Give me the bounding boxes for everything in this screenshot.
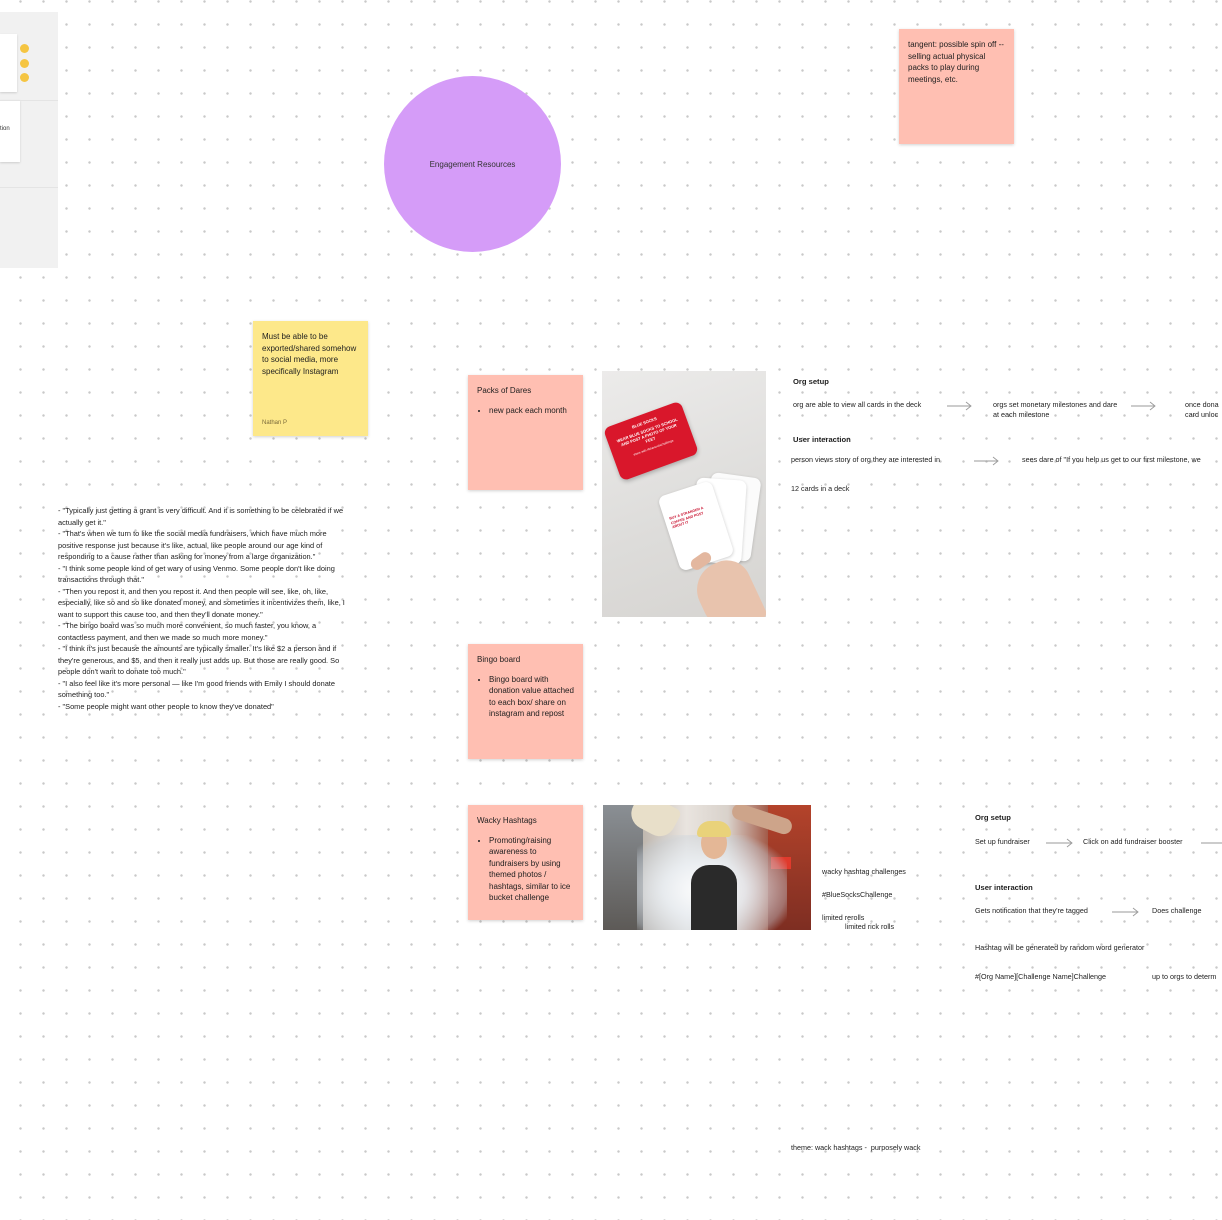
- quote-line: - "The bingo board was so much more conv…: [58, 621, 317, 642]
- smile-emoji-icon[interactable]: [20, 73, 29, 82]
- sticky-text: tangent: possible spin off -- selling ac…: [908, 40, 1004, 84]
- flow1-note[interactable]: 12 cards in a deck: [791, 484, 850, 493]
- quote-line: - "I think it's just because the amounts…: [58, 644, 340, 676]
- flow1-user-heading: User interaction: [793, 435, 851, 444]
- sticky-note-tangent[interactable]: tangent: possible spin off -- selling ac…: [899, 29, 1014, 144]
- circle-label: Engagement Resources: [429, 159, 516, 169]
- smile-emoji-icon[interactable]: [20, 59, 29, 68]
- flow2-note-2b[interactable]: up to orgs to determ: [1152, 972, 1217, 981]
- panel-divider: [0, 100, 58, 101]
- sticky-note-yellow[interactable]: Must be able to be exported/shared someh…: [253, 321, 368, 436]
- image-note-3[interactable]: limited rerolls: [822, 913, 865, 922]
- flow2-org-step-2[interactable]: Click on add fundraiser booster: [1083, 837, 1183, 846]
- sticky-bullet: new pack each month: [489, 405, 574, 417]
- sticky-title: Packs of Dares: [477, 386, 532, 395]
- quote-line: - "Then you repost it, and then you repo…: [58, 586, 345, 619]
- smile-emoji-icon[interactable]: [20, 44, 29, 53]
- sticky-text: Must be able to be exported/shared someh…: [262, 332, 357, 376]
- panel-card-top[interactable]: [0, 34, 17, 92]
- sticky-note-dares[interactable]: Packs of Dares new pack each month: [468, 375, 583, 490]
- quote-line: - "I think some people kind of get wary …: [58, 563, 335, 585]
- panel-card-text: tion: [0, 126, 10, 132]
- flow1-user-step-1[interactable]: person views story of org they are inter…: [791, 455, 941, 464]
- image-note-1[interactable]: wacky hashtag challenges: [822, 867, 906, 876]
- arrow-icon: [1112, 907, 1140, 917]
- sticky-note-hashtags[interactable]: Wacky Hashtags Promoting/raising awarene…: [468, 805, 583, 920]
- person-hair: [697, 821, 731, 837]
- sticky-bullet: Promoting/raising awareness to fundraise…: [489, 835, 574, 904]
- card-back-text: BUY A STRANGER A COFFEE AND POST ABOUT I…: [668, 506, 704, 530]
- ice-bucket-photo[interactable]: [603, 805, 811, 930]
- quote-line: - "Typically just getting a grant is ver…: [58, 506, 344, 527]
- image-note-4[interactable]: limited rick rolls: [845, 922, 895, 931]
- sticky-note-bingo[interactable]: Bingo board Bingo board with donation va…: [468, 644, 583, 759]
- sticky-title: Bingo board: [477, 655, 521, 664]
- flow2-note-2a[interactable]: #[Org Name][Challenge Name]Challenge: [975, 972, 1107, 981]
- arrow-icon: [1131, 401, 1157, 411]
- flow1-user-step-2[interactable]: sees dare of "If you help us get to our …: [1022, 455, 1201, 464]
- flow2-org-step-1[interactable]: Set up fundraiser: [975, 837, 1030, 846]
- side-panel: tion: [0, 12, 58, 268]
- red-card: BLUE SOCKS WEAR BLUE SOCKS TO SCHOOL AND…: [602, 400, 700, 482]
- quote-line: - "That's when we turn to like the socia…: [58, 529, 327, 561]
- flow2-user-step-1[interactable]: Gets notification that they're tagged: [975, 906, 1088, 915]
- sticky-author: Nathan P: [262, 420, 288, 426]
- flow1-org-step-3[interactable]: once dona card unloc: [1185, 400, 1219, 419]
- image-note-2[interactable]: #BlueSocksChallenge: [822, 890, 893, 899]
- panel-divider-2: [0, 187, 58, 188]
- arrow-icon: [947, 401, 973, 411]
- flow2-note-1[interactable]: Hashtag will be generated by random word…: [975, 943, 1145, 952]
- interview-quotes[interactable]: - "Typically just getting a grant is ver…: [58, 505, 348, 712]
- flow2-user-heading: User interaction: [975, 883, 1033, 892]
- person-body: [691, 865, 737, 930]
- arrow-icon: [1201, 838, 1222, 848]
- engagement-resources-circle[interactable]: Engagement Resources: [384, 76, 561, 252]
- flow1-org-step-2[interactable]: orgs set monetary milestones and dare at…: [993, 400, 1118, 419]
- sticky-bullet: Bingo board with donation value attached…: [489, 674, 574, 720]
- theme-note[interactable]: theme: wack hashtags - purposely wack: [791, 1143, 921, 1152]
- flow2-org-heading: Org setup: [975, 813, 1011, 822]
- panel-card-mid[interactable]: tion: [0, 100, 20, 162]
- flow1-org-step-1[interactable]: org are able to view all cards in the de…: [793, 400, 922, 409]
- arrow-icon: [974, 456, 1000, 466]
- arrow-icon: [1046, 838, 1074, 848]
- dare-cards-photo[interactable]: BLUE SOCKS WEAR BLUE SOCKS TO SCHOOL AND…: [602, 371, 766, 617]
- sticky-title: Wacky Hashtags: [477, 816, 537, 825]
- quote-line: - "I also feel like it's more personal —…: [58, 678, 335, 700]
- flow1-org-heading: Org setup: [793, 377, 829, 386]
- flow2-user-step-2[interactable]: Does challenge: [1152, 906, 1202, 915]
- quote-line: - "Some people might want other people t…: [58, 701, 274, 711]
